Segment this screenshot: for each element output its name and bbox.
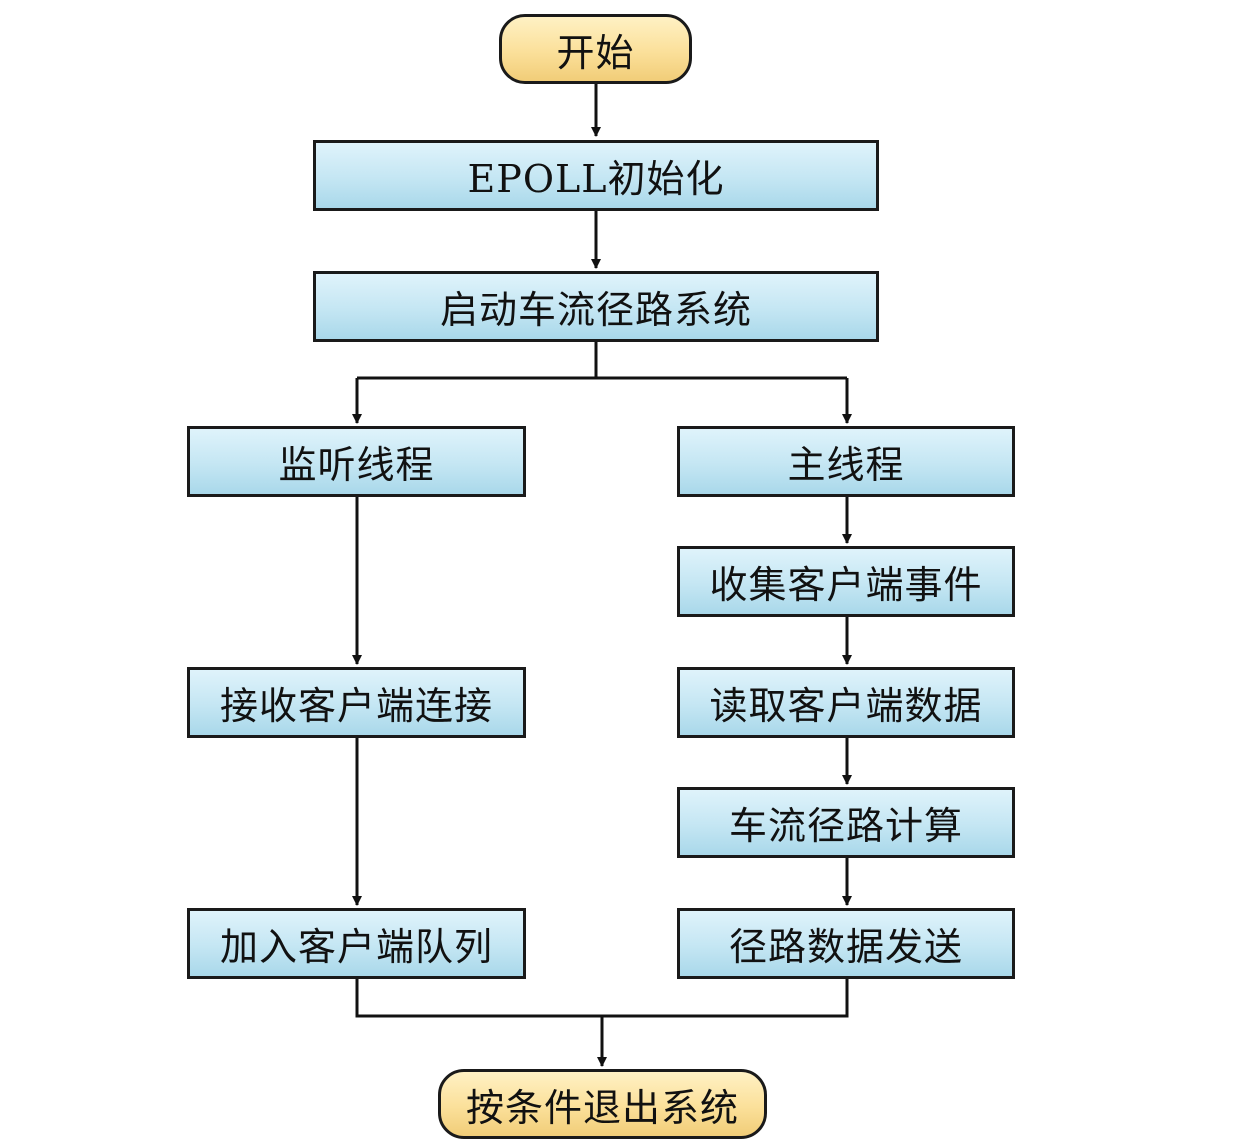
accept-connection-node: 接收客户端连接 — [187, 667, 526, 738]
compute-path-node: 车流径路计算 — [677, 787, 1015, 858]
read-data-node: 读取客户端数据 — [677, 667, 1015, 738]
listen-thread-node: 监听线程 — [187, 426, 526, 497]
start-node: 开始 — [499, 14, 692, 84]
add-queue-node: 加入客户端队列 — [187, 908, 526, 979]
main-thread-node: 主线程 — [677, 426, 1015, 497]
send-data-node: 径路数据发送 — [677, 908, 1015, 979]
exit-node: 按条件退出系统 — [438, 1069, 767, 1139]
collect-events-node: 收集客户端事件 — [677, 546, 1015, 617]
epoll-init-node: EPOLL初始化 — [313, 140, 879, 211]
edge-merge — [355, 979, 849, 1018]
start-system-node: 启动车流径路系统 — [313, 271, 879, 342]
